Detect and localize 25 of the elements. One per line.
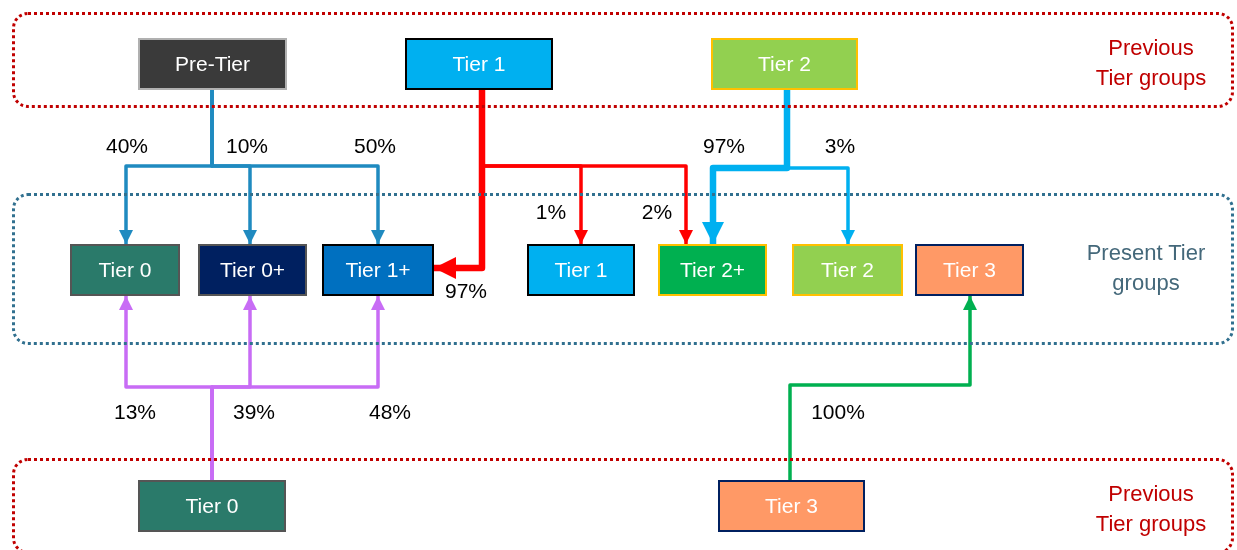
group-label: Previous Tier groups [1094,34,1208,92]
tier-box: Tier 0 [70,244,180,296]
group-band [12,12,1234,108]
group-label: Previous Tier groups [1094,480,1208,538]
tier-box: Tier 1 [527,244,635,296]
arrow [434,90,486,280]
tier-box: Tier 2 [792,244,903,296]
tier-box: Tier 2+ [658,244,767,296]
group-band [12,193,1234,345]
arrow [210,296,385,480]
tier-box: Tier 1 [405,38,553,90]
tier-box: Tier 0 [138,480,286,532]
tier-box: Pre-Tier [138,38,287,90]
arrow [785,90,855,244]
arrow [480,90,693,244]
arrow [210,90,385,244]
arrow [788,296,977,480]
group-band [12,458,1234,550]
tier-box: Tier 3 [915,244,1024,296]
tier-box: Tier 1+ [322,244,434,296]
tier-box: Tier 2 [711,38,858,90]
arrow [701,90,791,244]
tier-box: Tier 3 [718,480,865,532]
group-label: Present Tier groups [1085,239,1207,297]
tier-box: Tier 0+ [198,244,307,296]
